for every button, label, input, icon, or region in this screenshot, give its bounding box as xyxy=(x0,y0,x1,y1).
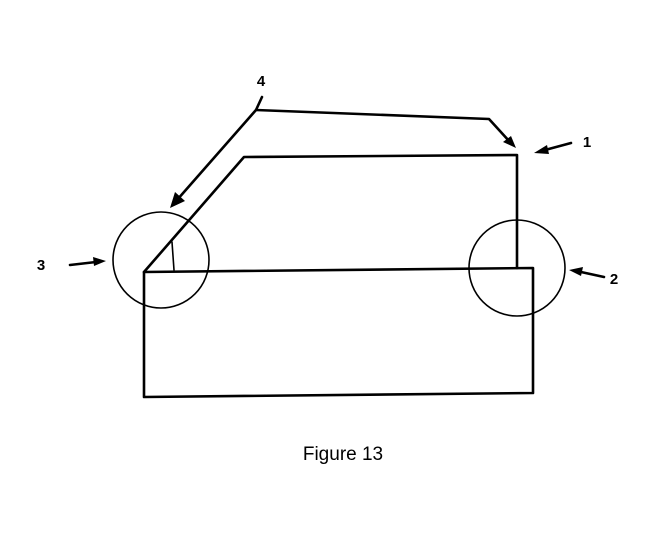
label-3-arrowhead xyxy=(93,257,106,266)
label-4-bracket xyxy=(254,95,512,144)
label-2: 2 xyxy=(610,271,618,288)
label-2-arrow-shaft xyxy=(579,270,606,279)
label-3-arrow-shaft xyxy=(68,260,98,267)
upper-profile xyxy=(142,153,519,274)
label-4-leader xyxy=(175,108,258,202)
label-4-arrowhead-right xyxy=(503,136,516,148)
left-joint-circle xyxy=(112,211,210,309)
right-joint-circle xyxy=(468,219,566,317)
label-4: 4 xyxy=(257,73,266,90)
angle-marker xyxy=(171,241,175,271)
figure-caption: Figure 13 xyxy=(303,444,383,465)
label-2-arrowhead xyxy=(569,267,583,276)
label-1: 1 xyxy=(583,134,591,151)
label-3: 3 xyxy=(37,257,45,274)
base-rectangle xyxy=(142,266,535,399)
label-1-arrowhead xyxy=(534,145,549,154)
label-1-arrow-shaft xyxy=(543,141,573,152)
label-4-arrowhead-left xyxy=(170,192,185,208)
